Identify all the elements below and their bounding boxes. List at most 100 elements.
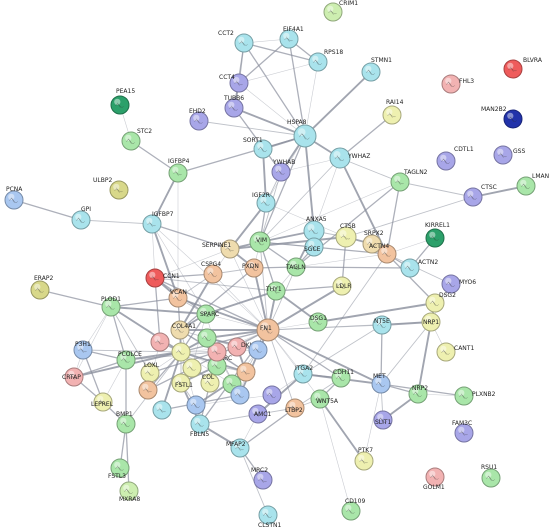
node-cd109[interactable]: CD109 [341, 498, 365, 521]
node-ywhaz[interactable]: YWHAZ [329, 147, 370, 169]
node-thy1[interactable]: THY1 [265, 281, 286, 301]
node-tgfbi[interactable] [230, 385, 250, 405]
node-erap2[interactable]: ERAP2 [30, 275, 53, 300]
node-sgce[interactable]: SGCE [304, 237, 324, 257]
node-plod1[interactable]: PLOD1 [101, 296, 121, 317]
node-met[interactable]: MET [371, 373, 391, 394]
node-serpinh[interactable] [138, 380, 158, 400]
node-nrp1[interactable]: NRP1 [421, 312, 441, 332]
node-tnc[interactable] [248, 340, 268, 360]
node-plxnb2[interactable]: PLXNB2 [454, 386, 496, 406]
node-col5[interactable]: COL [200, 373, 220, 393]
node-igf2r[interactable]: IGF2R [252, 192, 276, 213]
node-mrc2[interactable]: MRC2 [251, 467, 273, 490]
node-col16[interactable] [182, 358, 202, 378]
node-cdh11[interactable]: CDH11 [331, 368, 354, 388]
node-nt5e[interactable]: NT5E [372, 315, 392, 335]
node-cct2[interactable]: CCT2 [218, 30, 254, 53]
node-myo6[interactable]: MYO6 [441, 274, 476, 294]
node-kirrel1[interactable]: KIRREL1 [425, 222, 450, 248]
node-pxdn[interactable]: PXDN [242, 258, 264, 278]
node-itga2[interactable]: ITGA2 [293, 364, 313, 384]
node-igfbp4[interactable]: IGFBP4 [168, 158, 190, 183]
node-golm1[interactable]: GOLM1 [423, 467, 445, 491]
node-ctsc[interactable]: CTSC [463, 184, 497, 207]
node-pcolce[interactable]: PCOLCE [116, 350, 142, 370]
node-lgals[interactable] [262, 385, 282, 405]
node-dsg2[interactable]: DSG2 [425, 292, 456, 313]
node-fstl1[interactable]: FSTL1 [171, 373, 193, 393]
node-loxl[interactable]: LOXL [140, 362, 160, 383]
node-sort1[interactable]: SORT1 [243, 137, 273, 159]
node-nrp2[interactable]: NRP2 [408, 384, 428, 404]
node-rai14[interactable]: RAI14 [382, 99, 404, 125]
node-rps18[interactable]: RPS18 [308, 49, 343, 72]
node-ldlr[interactable]: LDLR [332, 276, 352, 296]
node-tagln2[interactable]: TAGLN2 [390, 169, 428, 192]
node-eif4a1[interactable]: EIF4A1 [279, 26, 304, 49]
node-tubb6[interactable]: TUBB6 [223, 95, 244, 118]
node-man2b2[interactable]: MAN2B2 [481, 106, 523, 129]
node-ywhab[interactable]: YWHAB [271, 159, 295, 182]
node-vcan[interactable]: VCAN [168, 288, 188, 308]
node-col18[interactable] [150, 332, 170, 352]
node-postn[interactable] [197, 328, 217, 348]
node-clstn1[interactable]: CLSTN1 [258, 505, 281, 529]
node-tagln[interactable]: TAGLN [285, 257, 306, 277]
node-gss[interactable]: GSS [493, 145, 525, 165]
node-wnt5a[interactable]: WNT5A [310, 389, 339, 409]
node-slit1[interactable]: SLIT1 [373, 410, 393, 430]
node-srpx2[interactable]: SRPX2 [362, 230, 384, 254]
node-fhl3[interactable]: FHL3 [441, 74, 474, 94]
node-mmp[interactable] [152, 400, 172, 420]
node-cspg4[interactable]: CSPG4 [201, 261, 223, 284]
node-ulbp2[interactable]: ULBP2 [93, 177, 129, 200]
node-lman[interactable]: LMAN [516, 173, 549, 196]
node-crim1[interactable]: CRIM1 [323, 0, 358, 22]
node-col1[interactable] [171, 342, 191, 362]
node-col3[interactable] [207, 342, 227, 362]
node-mfap2[interactable]: MFAP2 [226, 438, 250, 458]
node-cant1[interactable]: CANT1 [436, 342, 474, 362]
node-sparc[interactable]: SPARC [196, 304, 219, 324]
node-crtap[interactable]: CRTAP [62, 367, 84, 387]
node-bgn[interactable] [186, 395, 206, 415]
node-fbln5[interactable]: FBLN5 [190, 414, 210, 438]
node-lepre[interactable]: LEPREL [91, 392, 114, 412]
node-pcna[interactable]: PCNA [4, 186, 24, 210]
node-dsg1[interactable]: DSG1 [308, 312, 328, 332]
node-col4a1[interactable]: COL4A1 [170, 320, 196, 340]
node-label: GSS [513, 148, 525, 155]
node-stc2[interactable]: STC2 [121, 128, 152, 151]
node-fstl3[interactable]: FSTL3 [108, 458, 130, 480]
node-highlight [228, 101, 235, 108]
node-anxa5[interactable]: ANXA5 [303, 216, 327, 242]
node-cdtl1[interactable]: CDTL1 [436, 146, 474, 171]
node-p3h1[interactable]: P3H1 [73, 340, 93, 360]
node-rsu1[interactable]: RSU1 [481, 464, 501, 488]
node-ptk7[interactable]: PTK7 [354, 447, 374, 471]
node-ltbp2[interactable]: LTBP2 [285, 398, 305, 418]
node-mxra8[interactable]: MXRA8 [119, 481, 140, 503]
node-amc1[interactable]: AMC1 [248, 404, 271, 424]
node-pea15[interactable]: PEA15 [110, 88, 135, 115]
node-serpine1[interactable]: SERPINE1 [202, 239, 240, 259]
node-blvra[interactable]: BLVRA [503, 57, 543, 79]
node-col6[interactable] [236, 362, 256, 382]
node-stmn1[interactable]: STMN1 [361, 57, 392, 82]
node-ehd2[interactable]: EHD2 [189, 108, 209, 131]
node-vim[interactable]: VIM [249, 231, 271, 253]
node-cct4[interactable]: CCT4 [219, 73, 249, 93]
node-bmp1[interactable]: BMP1 [116, 411, 136, 434]
node-gpi[interactable]: GPI [71, 206, 91, 230]
node-circle [408, 384, 428, 404]
node-dkk3[interactable]: DKK [227, 337, 255, 357]
node-ctsb[interactable]: CTSB [335, 223, 357, 248]
node-igfbp7[interactable]: IGFBP7 [142, 211, 174, 234]
node-actn2[interactable]: ACTN2 [400, 258, 438, 278]
node-fn1[interactable]: FN1 [256, 318, 280, 342]
node-actn4[interactable]: ACTN4 [369, 243, 397, 264]
node-fam3c[interactable]: FAM3C [452, 420, 474, 443]
node-ccn1[interactable]: CCN1 [145, 268, 180, 288]
node-hspa8[interactable]: HSPA8 [287, 119, 317, 148]
